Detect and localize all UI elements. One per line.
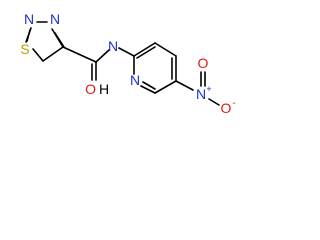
bond-carbonyl-n	[95, 49, 110, 63]
bond-c5-no2	[175, 80, 194, 91]
charge-plus: +	[206, 84, 211, 94]
atom-o-amide: O	[85, 81, 96, 97]
atom-n3: N	[50, 11, 60, 27]
bond-n-pyridine	[118, 47, 135, 57]
atom-n2: N	[24, 11, 34, 27]
bond-s1-n2-inner	[26, 29, 31, 42]
bond-py-c6-n	[140, 85, 156, 94]
atom-o-nitro-bottom: O	[221, 100, 232, 116]
atom-s1: S	[20, 41, 29, 57]
charge-minus: -	[232, 98, 235, 109]
structure-diagram: N N S O H N N N + O O -	[0, 0, 242, 142]
bond-py-c3-c4	[154, 42, 177, 57]
atom-n-amide: N	[108, 38, 118, 54]
bond-py-c2-c3-inner	[136, 46, 156, 59]
bond-c5-s1	[32, 48, 44, 62]
molecule-svg: N N S O H N N N + O O -	[20, 11, 235, 116]
bond-n3-c4-inner	[54, 32, 65, 48]
bond-c4-c5	[42, 46, 64, 62]
bond-py-c5-c6	[154, 80, 177, 94]
bond-py-c2-c3	[133, 42, 156, 57]
atom-n-nitro: N	[196, 86, 206, 102]
atom-n-pyridine: N	[130, 72, 140, 88]
atom-o-nitro-top: O	[198, 55, 209, 71]
bond-n-o-bottom	[208, 98, 220, 106]
bond-py-c6-n-inner	[142, 81, 156, 90]
bond-c4-carbonyl	[62, 46, 97, 63]
atom-h-amide: H	[99, 81, 109, 97]
